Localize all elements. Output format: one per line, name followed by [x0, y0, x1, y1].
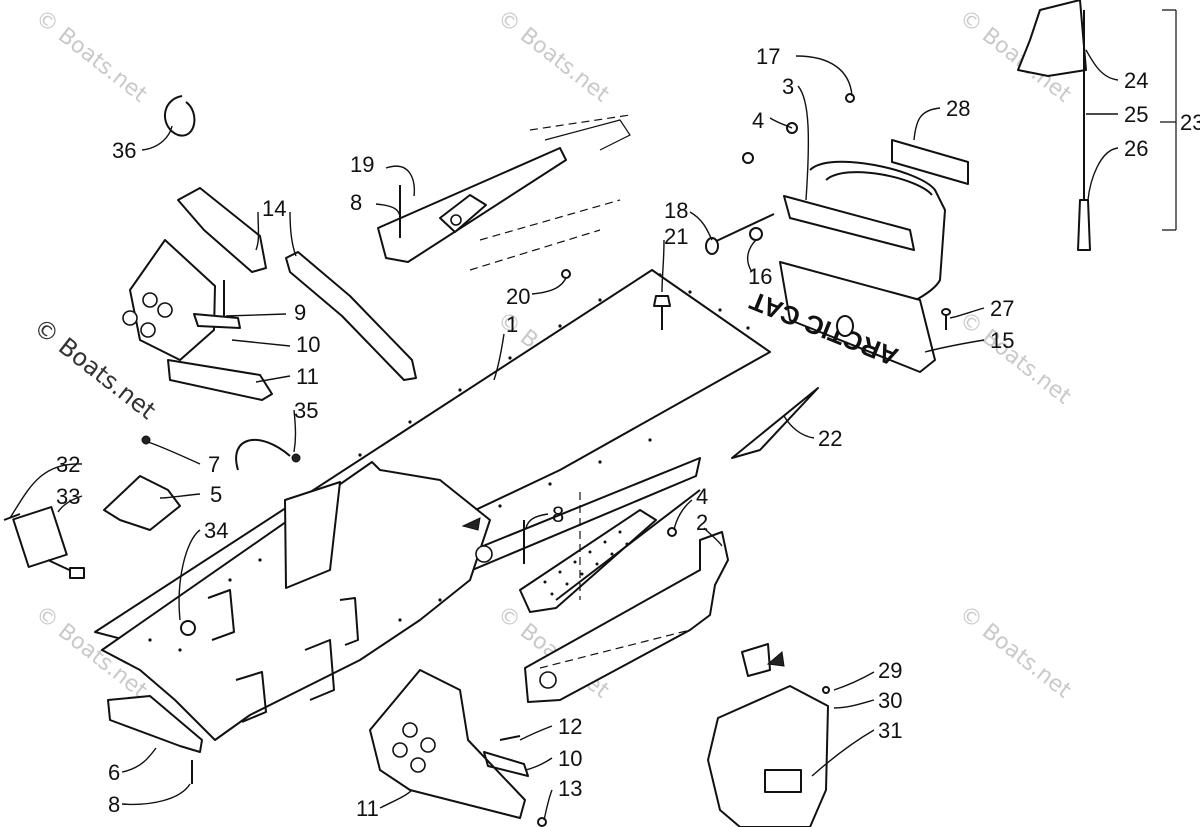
decal-part-28: [891, 139, 969, 185]
callout-3: 3: [782, 74, 794, 99]
box-assembly-parts-29-31: [707, 643, 829, 827]
callout-22: 22: [818, 426, 842, 451]
bracket-parts-5-7: [103, 435, 181, 531]
callout-13: 13: [558, 776, 582, 801]
callout-18: 18: [664, 198, 688, 223]
perforated-plate: [519, 489, 701, 613]
callout-32: 32: [56, 452, 80, 477]
lower-skid-plate: [369, 669, 529, 819]
clamp-ring-part-36: [164, 95, 196, 137]
watermark: © Boats.net: [30, 5, 151, 108]
fasteners: [191, 93, 855, 827]
callout-4b: 4: [696, 484, 708, 509]
callout-7: 7: [208, 452, 220, 477]
callout-8b: 8: [552, 502, 564, 527]
callout-8a: 8: [350, 190, 362, 215]
callout-16: 16: [748, 264, 772, 289]
callout-4a: 4: [752, 108, 764, 133]
watermark: © Boats.net: [954, 601, 1075, 704]
callout-34: 34: [204, 518, 228, 543]
rail-part-2: [524, 531, 729, 703]
tunnel-part-1: [94, 269, 771, 741]
grommet-part-34: [180, 620, 196, 636]
callout-10a: 10: [296, 332, 320, 357]
callout-20: 20: [506, 284, 530, 309]
callout-11a: 11: [296, 364, 319, 389]
callout-12: 12: [558, 714, 582, 739]
cable-part-35: [235, 439, 291, 471]
callout-24: 24: [1124, 68, 1148, 93]
callout-15: 15: [990, 328, 1014, 353]
callout-29: 29: [878, 658, 902, 683]
callout-5: 5: [210, 482, 222, 507]
watermark: © Boats.net: [954, 307, 1075, 410]
callout-11b: 11: [356, 796, 379, 821]
callout-9: 9: [294, 300, 306, 325]
callout-30: 30: [878, 688, 902, 713]
callout-2: 2: [696, 510, 708, 535]
rivet-holes: [148, 273, 750, 652]
callout-14: 14: [262, 196, 286, 221]
callout-33: 33: [56, 484, 80, 509]
callout-1: 1: [506, 312, 518, 337]
callout-36: 36: [112, 138, 136, 163]
upper-bracket-parts-19-20: [377, 114, 631, 271]
taillight-parts-32-33: [3, 506, 85, 579]
bracket-part-6: [107, 695, 203, 753]
callout-10b: 10: [558, 746, 582, 771]
callout-21: 21: [664, 224, 688, 249]
callout-8c: 8: [108, 792, 120, 817]
callout-6: 6: [108, 760, 120, 785]
leader-lines: [9, 49, 1119, 821]
plate-part-22: [731, 387, 819, 459]
callout-17: 17: [756, 44, 780, 69]
callout-31: 31: [878, 718, 902, 743]
callout-labels: 1 2 3 4 4 5 6 7 8 8 8 9 10 10 11 11 12 1…: [56, 44, 1200, 821]
brace-part-14: [285, 251, 417, 381]
callout-35: 35: [294, 398, 318, 423]
flag-assembly: [1017, 0, 1177, 251]
callout-23: 23: [1180, 110, 1200, 135]
watermark: © Boats.net: [492, 5, 613, 108]
callout-27: 27: [990, 296, 1014, 321]
left-bracket-assembly: [122, 187, 273, 401]
callout-28: 28: [946, 96, 970, 121]
callout-19: 19: [350, 152, 374, 177]
callout-25: 25: [1124, 102, 1148, 127]
callout-26: 26: [1124, 136, 1148, 161]
